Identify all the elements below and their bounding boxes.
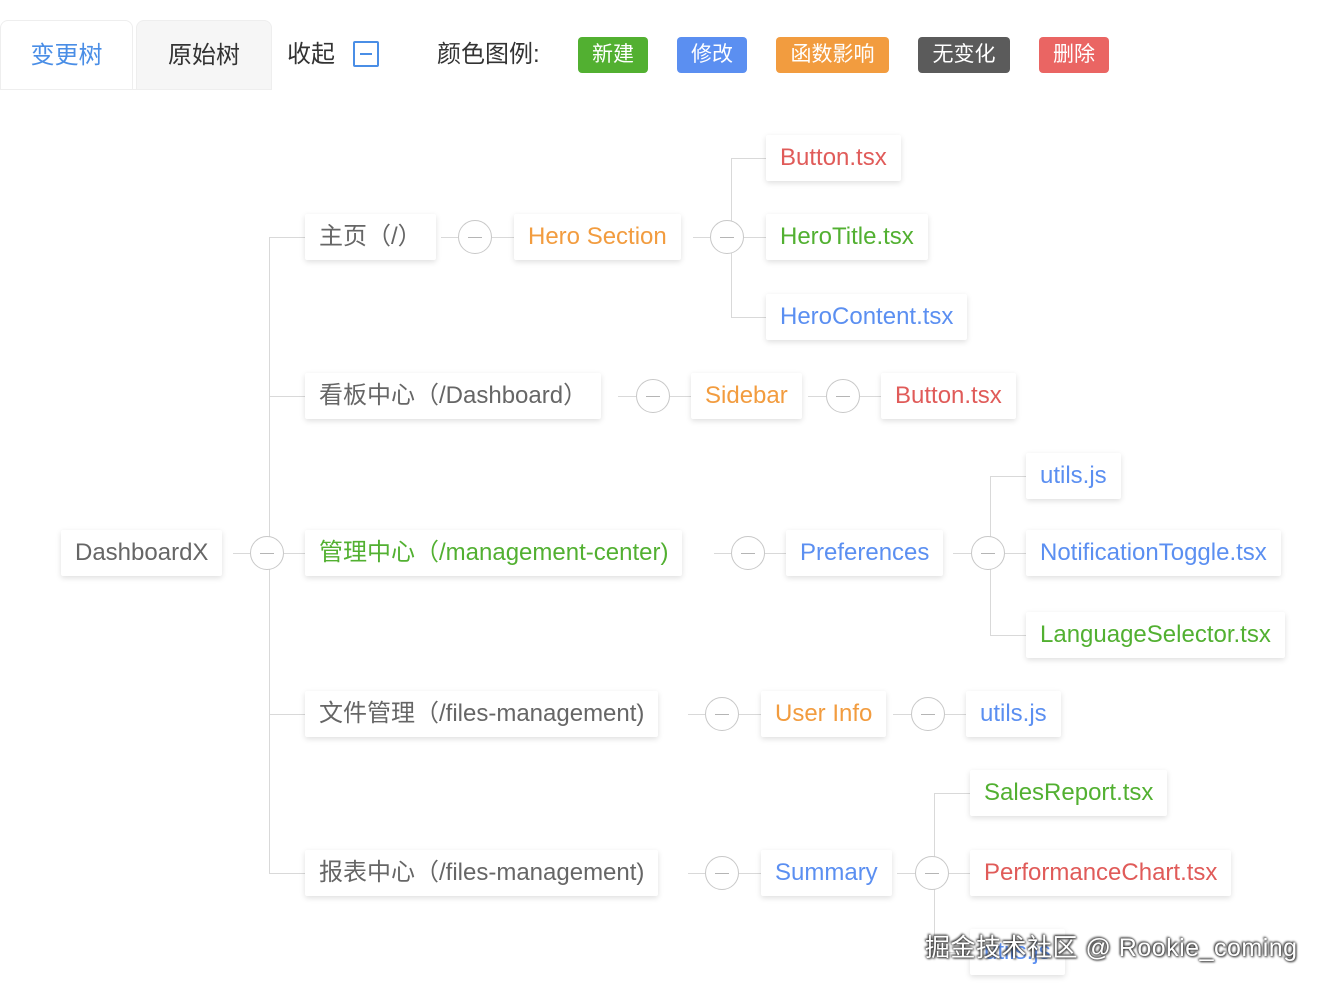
tree-node-file[interactable]: Button.tsx <box>766 135 901 181</box>
connector-line <box>731 317 766 318</box>
tree-node-section[interactable]: Summary <box>761 850 892 896</box>
collapse-node-icon[interactable] <box>250 536 284 570</box>
connector-line <box>618 396 636 397</box>
connector-line <box>269 714 305 715</box>
collapse-node-icon[interactable] <box>915 856 949 890</box>
connector-line <box>269 237 305 238</box>
tree-node-section[interactable]: Preferences <box>786 530 944 576</box>
connector-line <box>714 553 731 554</box>
tree-node-file[interactable]: Button.tsx <box>881 373 1016 419</box>
connector-line <box>953 553 971 554</box>
connector-line <box>739 714 761 715</box>
collapse-node-icon[interactable] <box>710 220 744 254</box>
legend-title: 颜色图例: <box>437 41 540 68</box>
collapse-node-icon[interactable] <box>971 536 1005 570</box>
connector-line <box>441 237 458 238</box>
connector-line <box>945 714 966 715</box>
tree-node-section[interactable]: Hero Section <box>514 214 681 260</box>
collapse-node-icon[interactable] <box>731 536 765 570</box>
connector-line <box>688 873 705 874</box>
connector-line <box>897 873 915 874</box>
connector-line <box>893 714 911 715</box>
tree-node-root[interactable]: DashboardX <box>61 530 223 576</box>
legend-badge-deleted: 删除 <box>1039 37 1109 73</box>
connector-line <box>693 237 710 238</box>
connector-line <box>1005 553 1026 554</box>
tree-node-route[interactable]: 管理中心（/management-center) <box>305 530 683 576</box>
tree-node-file[interactable]: SalesReport.tsx <box>970 770 1168 816</box>
legend-badge-new: 新建 <box>578 37 648 73</box>
collapse-node-icon[interactable] <box>705 697 739 731</box>
tree-node-section[interactable]: Sidebar <box>691 373 802 419</box>
tree-node-file[interactable]: HeroTitle.tsx <box>766 214 928 260</box>
connector-line <box>990 635 1026 636</box>
connector-line <box>492 237 514 238</box>
connector-line <box>934 952 970 953</box>
collapse-icon[interactable] <box>353 41 379 67</box>
tree-node-file[interactable]: utils.js <box>970 929 1065 975</box>
tree-node-file[interactable]: utils.js <box>1026 453 1121 499</box>
connector-line <box>990 476 1026 477</box>
tree-node-file[interactable]: utils.js <box>966 691 1061 737</box>
tree-node-file[interactable]: LanguageSelector.tsx <box>1026 612 1285 658</box>
connector-line <box>269 396 305 397</box>
tree-node-route[interactable]: 报表中心（/files-management) <box>305 850 659 896</box>
tab-original-tree[interactable]: 原始树 <box>136 20 272 90</box>
legend-badge-modified: 修改 <box>677 37 747 73</box>
tree-node-route[interactable]: 主页（/） <box>305 214 436 260</box>
tree-node-file[interactable]: HeroContent.tsx <box>766 294 968 340</box>
tree-node-route[interactable]: 看板中心（/Dashboard） <box>305 373 602 419</box>
tab-divider <box>0 89 272 90</box>
connector-line <box>688 714 705 715</box>
collapse-label[interactable]: 收起 <box>287 41 335 68</box>
connector-line <box>949 873 970 874</box>
connector-line <box>284 553 305 554</box>
tree-node-file[interactable]: PerformanceChart.tsx <box>970 850 1232 896</box>
watermark: 掘金技术社区 @ Rookie_coming <box>925 934 1298 962</box>
connector-line <box>765 553 786 554</box>
collapse-node-icon[interactable] <box>826 379 860 413</box>
tree-node-file[interactable]: NotificationToggle.tsx <box>1026 530 1281 576</box>
connector-line <box>808 396 826 397</box>
collapse-node-icon[interactable] <box>911 697 945 731</box>
legend-badge-function-impact: 函数影响 <box>776 37 889 73</box>
connector-line <box>233 553 250 554</box>
connector-line <box>860 396 881 397</box>
connector-line <box>934 793 970 794</box>
tab-change-tree[interactable]: 变更树 <box>0 20 133 90</box>
connector-line <box>670 396 691 397</box>
legend-badge-unchanged: 无变化 <box>918 37 1010 73</box>
connector-line <box>744 237 766 238</box>
collapse-node-icon[interactable] <box>636 379 670 413</box>
connector-line <box>731 158 766 159</box>
connector-line <box>269 873 305 874</box>
tree-node-route[interactable]: 文件管理（/files-management) <box>305 691 659 737</box>
collapse-node-icon[interactable] <box>458 220 492 254</box>
collapse-node-icon[interactable] <box>705 856 739 890</box>
toolbar: 变更树 原始树 收起 颜色图例: 新建 修改 函数影响 无变化 删除 <box>0 0 1322 92</box>
connector-line <box>739 873 761 874</box>
tree-node-section[interactable]: User Info <box>761 691 887 737</box>
